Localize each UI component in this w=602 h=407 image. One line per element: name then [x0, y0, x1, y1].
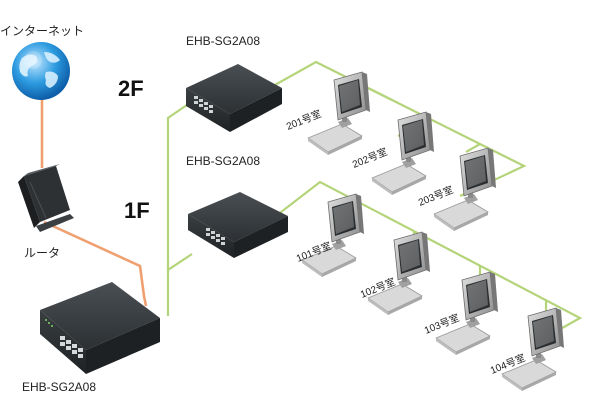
room-label-203: 203号室 [416, 183, 455, 209]
pc-101-icon [301, 193, 365, 278]
switch-main-label: EHB-SG2A08 [22, 380, 97, 394]
pc-103-icon [435, 271, 499, 356]
floor-1f-label: 1F [124, 198, 150, 223]
internet-label: インターネット [0, 24, 85, 38]
room-label-202: 202号室 [350, 145, 389, 171]
internet-globe-icon [12, 42, 70, 100]
switch-1f-icon [188, 192, 288, 258]
floor-2f-label: 2F [118, 76, 144, 101]
router-label: ルータ [24, 246, 61, 260]
pc-102-icon [367, 231, 431, 316]
switch-top-label: EHB-SG2A08 [186, 34, 261, 48]
room-label-201: 201号室 [284, 107, 323, 133]
switch-2f-icon [186, 64, 282, 132]
switch-mid-label: EHB-SG2A08 [186, 154, 261, 168]
wan-links [40, 98, 148, 307]
switch-main-icon [40, 282, 160, 374]
pc-104-icon [501, 307, 565, 392]
router-icon [18, 164, 74, 232]
